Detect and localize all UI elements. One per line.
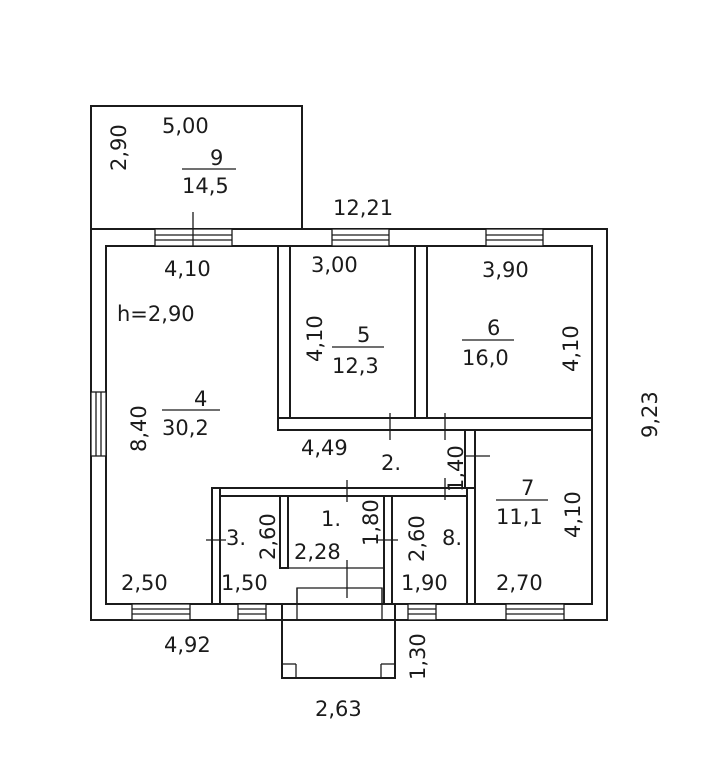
dim-terrace-width: 5,00 bbox=[162, 114, 209, 138]
dim-room3-depth: 2,60 bbox=[256, 513, 280, 560]
dim-room6-width: 3,90 bbox=[482, 258, 529, 282]
dim-hall-width: 4,49 bbox=[301, 436, 348, 460]
room-4-area: 30,2 bbox=[162, 416, 209, 440]
dim-passage-width: 1,40 bbox=[444, 445, 468, 492]
dim-porch-depth: 1,30 bbox=[406, 633, 430, 680]
room-6-number: 6 bbox=[487, 316, 500, 340]
room-2-number: 2. bbox=[381, 451, 401, 475]
room-9-number: 9 bbox=[210, 146, 223, 170]
dim-room8-width: 1,90 bbox=[401, 571, 448, 595]
dim-room7-depth: 4,10 bbox=[561, 491, 585, 538]
room-8-number: 8. bbox=[442, 526, 462, 550]
dim-room3-width: 1,50 bbox=[221, 571, 268, 595]
interior-walls bbox=[211, 245, 593, 605]
room-5-number: 5 bbox=[357, 323, 370, 347]
room-6-area: 16,0 bbox=[462, 346, 509, 370]
room-7-number: 7 bbox=[521, 476, 534, 500]
dim-room4-bottom: 2,50 bbox=[121, 571, 168, 595]
dim-terrace-depth: 2,90 bbox=[107, 124, 131, 171]
room-7-area: 11,1 bbox=[496, 505, 543, 529]
dim-room1-width: 2,28 bbox=[294, 540, 341, 564]
dim-overall-depth: 9,23 bbox=[638, 391, 662, 438]
room-labels: 9 14,5 4 30,2 5 12,3 6 16,0 7 11,1 2. 1.… bbox=[117, 146, 548, 550]
windows bbox=[90, 228, 565, 621]
door-marks bbox=[192, 212, 490, 598]
ceiling-height: h=2,90 bbox=[117, 302, 195, 326]
room-1-number: 1. bbox=[321, 507, 341, 531]
dim-overall-width: 12,21 bbox=[333, 196, 393, 220]
dimension-labels: 5,00 12,21 4,10 3,00 3,90 4,49 2,28 2,50… bbox=[107, 114, 662, 721]
dim-room8-depth: 2,60 bbox=[405, 515, 429, 562]
dim-room5-depth: 4,10 bbox=[303, 315, 327, 362]
dim-room4-width: 4,10 bbox=[164, 257, 211, 281]
outer-wall bbox=[90, 228, 608, 621]
dim-room1-depth: 1,80 bbox=[359, 499, 383, 546]
room-3-number: 3. bbox=[226, 526, 246, 550]
dim-room5-width: 3,00 bbox=[311, 253, 358, 277]
porch bbox=[281, 587, 396, 679]
dim-room7-width: 2,70 bbox=[496, 571, 543, 595]
room-4-number: 4 bbox=[194, 387, 207, 411]
dim-room6-depth: 4,10 bbox=[559, 325, 583, 372]
dim-room4-depth: 8,40 bbox=[127, 405, 151, 452]
dim-porch-width: 2,63 bbox=[315, 697, 362, 721]
room-9-area: 14,5 bbox=[182, 174, 229, 198]
dim-front-width: 4,92 bbox=[164, 633, 211, 657]
room-5-area: 12,3 bbox=[332, 354, 379, 378]
